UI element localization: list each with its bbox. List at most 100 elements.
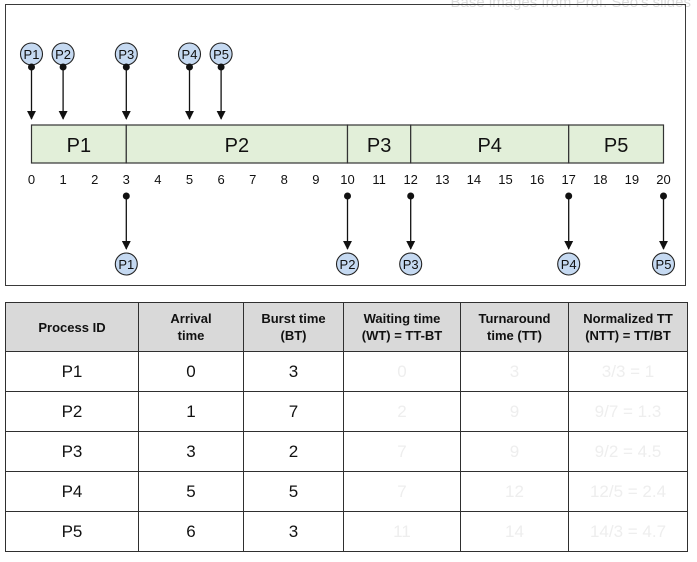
gantt-block-label: P1 — [67, 135, 91, 157]
completion-marker-p4-label: P4 — [561, 257, 577, 272]
completion-marker-p4 — [557, 252, 581, 276]
table-cell: 7 — [243, 391, 344, 432]
gantt-block-label: P3 — [367, 135, 391, 157]
arrival-marker-p3-label: P3 — [118, 47, 134, 62]
completion-marker-p3 — [399, 252, 423, 276]
time-tick-label: 11 — [372, 172, 386, 187]
table-cell: 3 — [243, 351, 344, 392]
table-cell: 3/3 = 1 — [568, 351, 688, 392]
column-header-text: time — [177, 328, 205, 343]
time-tick-label: 15 — [498, 172, 512, 187]
column-header: Process ID — [5, 302, 139, 352]
completion-marker-p2 — [335, 252, 360, 276]
table-cell: 5 — [138, 471, 244, 512]
table-cell: 1 — [138, 391, 244, 432]
table-cell: 14 — [460, 511, 569, 552]
table-cell: P5 — [5, 511, 139, 552]
arrival-marker-p5-label: P5 — [213, 47, 229, 62]
table-cell: 14/3 = 4.7 — [568, 511, 688, 552]
column-header: Arrival time — [138, 302, 244, 352]
time-tick-label: 8 — [281, 172, 288, 187]
gantt-panel — [5, 4, 686, 286]
table-cell: 12/5 = 2.4 — [568, 471, 688, 512]
gantt-block-label: P2 — [225, 135, 249, 157]
time-tick-label: 19 — [625, 172, 639, 187]
gantt-block-p2 — [125, 124, 349, 164]
table-cell: 3 — [460, 351, 569, 392]
table-cell: 9/7 = 1.3 — [568, 391, 688, 432]
gantt-block-label: P5 — [604, 135, 628, 157]
table-cell: 3 — [243, 511, 344, 552]
arrival-marker-p1-label: P1 — [24, 47, 40, 62]
column-header: Turnaround time (TT) — [460, 302, 569, 352]
table-cell: 3 — [138, 431, 244, 472]
table-cell: 9 — [460, 391, 569, 432]
table-cell: P4 — [5, 471, 139, 512]
column-header-text: Turnaround — [478, 311, 551, 326]
table-cell: 2 — [243, 431, 344, 472]
table-header-row: Process ID Arrival time Burst time (BT) Waiti… — [5, 302, 688, 352]
time-tick-label: 9 — [312, 172, 319, 187]
arrival-marker-p4-label: P4 — [182, 47, 198, 62]
table-cell: 7 — [343, 431, 461, 472]
column-header-text: Burst time — [261, 311, 326, 326]
table-cell: P3 — [5, 431, 139, 472]
scheduling-results-table: Process ID Arrival time Burst time (BT) Waiti… — [5, 302, 688, 552]
column-header: Burst time (BT) — [243, 302, 344, 352]
arrival-marker-p2-label: P2 — [55, 47, 71, 62]
time-tick-label: 14 — [467, 172, 481, 187]
table-cell: 0 — [138, 351, 244, 392]
table-cell: P1 — [5, 351, 139, 392]
gantt-block-label: P4 — [477, 135, 501, 157]
time-tick-label: 10 — [340, 172, 354, 187]
completion-marker-p3-label: P3 — [403, 257, 419, 272]
column-header-text: (WT) = TT-BT — [361, 328, 443, 343]
column-header: Normalized TT (NTT) = TT/BT — [568, 302, 688, 352]
column-header-text: Waiting time — [363, 311, 441, 326]
table-cell: 9/2 = 4.5 — [568, 431, 688, 472]
time-tick-label: 7 — [249, 172, 256, 187]
completion-marker-p1 — [114, 252, 138, 276]
completion-marker-p1-label: P1 — [118, 257, 134, 272]
time-tick-label: 5 — [186, 172, 193, 187]
table-cell: 7 — [343, 471, 461, 512]
time-tick-label: 6 — [217, 172, 224, 187]
table-cell: 11 — [343, 511, 461, 552]
column-header-text: (NTT) = TT/BT — [585, 328, 671, 343]
table-cell: 12 — [460, 471, 569, 512]
column-header-text: Arrival — [170, 311, 212, 326]
completion-marker-p2-label: P2 — [340, 257, 356, 272]
column-header-text: time (TT) — [487, 328, 542, 343]
table-cell: 5 — [243, 471, 344, 512]
time-tick-label: 16 — [530, 172, 544, 187]
column-header-text: (BT) — [280, 328, 307, 343]
time-tick-label: 2 — [91, 172, 98, 187]
time-tick-label: 4 — [154, 172, 161, 187]
gantt-block-p5 — [568, 124, 665, 164]
completion-marker-p5 — [651, 252, 676, 276]
time-tick-label: 12 — [403, 172, 417, 187]
table-cell: 2 — [343, 391, 461, 432]
column-header: Waiting time (WT) = TT-BT — [343, 302, 461, 352]
column-header-text: Normalized TT — [583, 311, 673, 326]
table-cell: 6 — [138, 511, 244, 552]
table-cell: P2 — [5, 391, 139, 432]
time-tick-label: 1 — [59, 172, 66, 187]
time-tick-label: 18 — [593, 172, 607, 187]
image-credit: Base images from Prof. Seo's slides — [450, 0, 691, 11]
time-tick-label: 17 — [561, 172, 575, 187]
time-tick-label: 0 — [28, 172, 35, 187]
time-tick-label: 3 — [123, 172, 130, 187]
table-cell: 9 — [460, 431, 569, 472]
column-header-text: Process ID — [38, 319, 106, 335]
time-tick-label: 20 — [656, 172, 670, 187]
table-cell: 0 — [343, 351, 461, 392]
completion-marker-p5-label: P5 — [656, 257, 672, 272]
